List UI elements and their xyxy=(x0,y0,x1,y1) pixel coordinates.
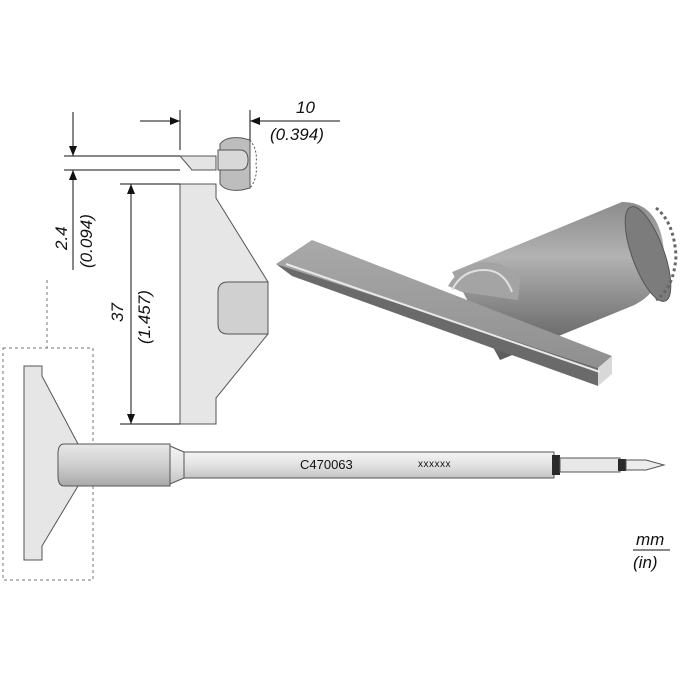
tip-side-view: C470063 xxxxxx xyxy=(57,443,666,487)
thickness-mm-label: 2.4 xyxy=(52,226,71,251)
part-number-label: C470063 xyxy=(300,457,353,472)
serial-placeholder-label: xxxxxx xyxy=(418,459,451,470)
dimension-length: 37 (1.457) xyxy=(108,183,180,425)
length-mm-label: 37 xyxy=(108,303,127,322)
units-legend: mm (in) xyxy=(633,530,670,572)
end-view xyxy=(2,280,94,581)
dimension-width: 10 (0.394) xyxy=(140,98,340,150)
units-in-label: (in) xyxy=(633,553,658,572)
width-mm-label: 10 xyxy=(296,98,315,117)
dimension-thickness: 2.4 (0.094) xyxy=(52,112,180,270)
side-view xyxy=(179,183,269,425)
units-mm-label: mm xyxy=(636,530,664,549)
thickness-in-label: (0.094) xyxy=(77,214,96,268)
width-in-label: (0.394) xyxy=(270,125,324,144)
top-view xyxy=(178,137,257,191)
tip-3d-render xyxy=(276,202,678,386)
length-in-label: (1.457) xyxy=(135,290,154,344)
